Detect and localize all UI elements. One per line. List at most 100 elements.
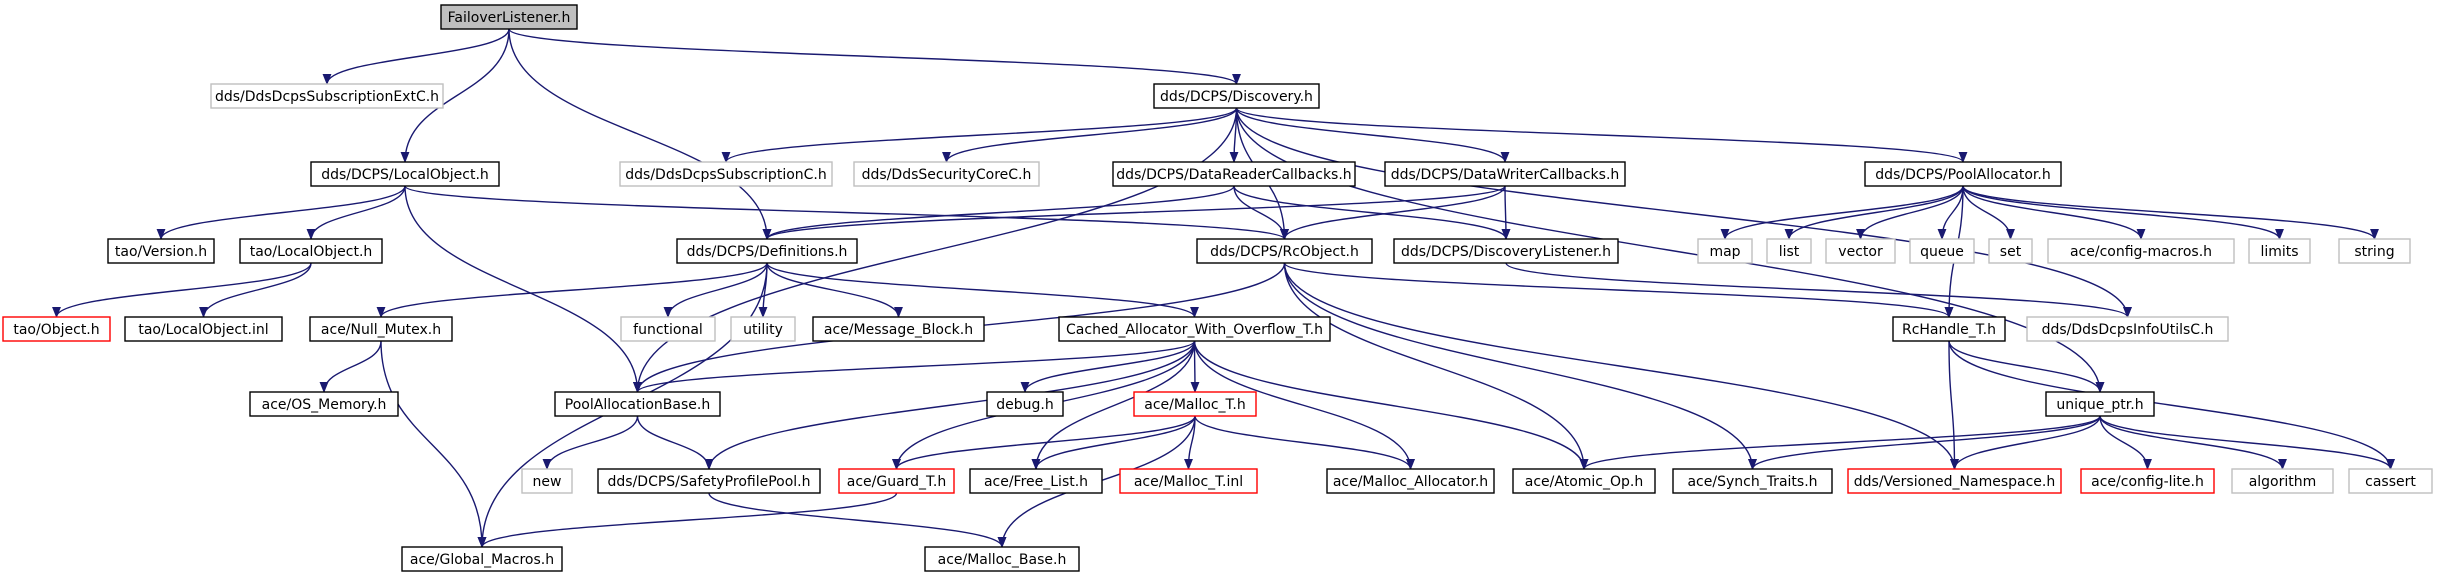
node-dds-dcps-safetyprofilepool-h[interactable]: dds/DCPS/SafetyProfilePool.h: [597, 468, 821, 494]
node-dds-dcps-localobject-h[interactable]: dds/DCPS/LocalObject.h: [310, 161, 500, 187]
node-tao-localobject-h[interactable]: tao/LocalObject.h: [239, 238, 383, 264]
edge-failoverlistener-h-to-dds-dcps-localobject-h: [400, 28, 510, 164]
edge-dds-dcps-definitions-h-to-functional: [663, 262, 768, 319]
edge-dds-dcps-datawritercallbacks-h-to-dds-dcps-rcobject-h: [1280, 185, 1506, 241]
node-label: ace/Global_Macros.h: [410, 552, 554, 568]
edge-rchandle-t-h-to-cassert: [1948, 340, 2395, 471]
node-label: debug.h: [996, 397, 1053, 413]
node-ace-config-lite-h[interactable]: ace/config-lite.h: [2080, 468, 2215, 494]
node-box: [2, 316, 111, 342]
node-tao-object-h[interactable]: tao/Object.h: [2, 316, 111, 342]
edge-ace-malloc-t-h-to-ace-guard-t-h: [892, 415, 1196, 471]
node-box: [1512, 468, 1656, 494]
node-box: [812, 316, 985, 342]
node-box: [1196, 238, 1373, 264]
edge-poolallocationbase-h-to-dds-dcps-safetyprofilepool-h: [636, 415, 714, 471]
edge-dds-dcps-discovery-h-to-dds-ddsdcpssubscriptionc-h: [721, 107, 1238, 164]
node-label: dds/DCPS/DiscoveryListener.h: [1401, 244, 1611, 260]
node-label: limits: [2260, 244, 2298, 260]
node-box: [924, 546, 1080, 572]
node-list: list: [1766, 238, 1812, 264]
node-dds-ddssecuritycorec-h: dds/DdsSecurityCoreC.h: [853, 161, 1040, 187]
node-ace-atomic-op-h[interactable]: ace/Atomic_Op.h: [1512, 468, 1656, 494]
edge-dds-dcps-datawritercallbacks-h-to-dds-dcps-discoverylistener-h: [1501, 185, 1511, 241]
node-ace-malloc-t-h[interactable]: ace/Malloc_T.h: [1133, 391, 1257, 417]
node-dds-dcps-poolallocator-h[interactable]: dds/DCPS/PoolAllocator.h: [1864, 161, 2062, 187]
node-label: ace/config-lite.h: [2091, 474, 2204, 490]
node-box: [107, 238, 215, 264]
edge-dds-dcps-localobject-h-to-poolallocationbase-h: [404, 185, 642, 394]
edge-cached-allocator-with-overflow-t-h-to-debug-h: [1020, 340, 1196, 394]
edge-cached-allocator-with-overflow-t-h-to-dds-dcps-safetyprofilepool-h: [704, 340, 1196, 471]
node-set: set: [1988, 238, 2033, 264]
edge-dds-dcps-datareadercallbacks-h-to-dds-dcps-definitions-h: [762, 185, 1235, 241]
node-tao-localobject-inl[interactable]: tao/LocalObject.inl: [124, 316, 283, 342]
edge-cached-allocator-with-overflow-t-h-to-ace-atomic-op-h: [1193, 340, 1589, 471]
node-label: Cached_Allocator_With_Overflow_T.h: [1066, 322, 1323, 338]
edge-dds-dcps-poolallocator-h-to-list: [1784, 185, 1964, 241]
edge-ace-malloc-t-h-to-ace-free-list-h: [1031, 415, 1196, 471]
edge-tao-localobject-h-to-tao-object-h: [52, 262, 312, 319]
node-box: [1133, 391, 1257, 417]
node-label: ace/Message_Block.h: [824, 322, 973, 338]
node-box: [2045, 391, 2155, 417]
node-ace-os-memory-h[interactable]: ace/OS_Memory.h: [249, 391, 399, 417]
node-ace-malloc-allocator-h[interactable]: ace/Malloc_Allocator.h: [1326, 468, 1495, 494]
node-box: [124, 316, 283, 342]
node-dds-dcps-datawritercallbacks-h[interactable]: dds/DCPS/DataWriterCallbacks.h: [1384, 161, 1626, 187]
edge-dds-dcps-rcobject-h-to-ace-synch-traits-h: [1283, 262, 1757, 471]
node-box: [521, 468, 573, 494]
edge-rchandle-t-h-to-unique-ptr-h: [1948, 340, 2105, 394]
edge-unique-ptr-h-to-algorithm: [2099, 415, 2287, 471]
node-box: [1864, 161, 2062, 187]
node-ace-guard-t-h[interactable]: ace/Guard_T.h: [838, 468, 955, 494]
node-box: [676, 238, 858, 264]
node-label: dds/DdsDcpsSubscriptionC.h: [625, 167, 827, 183]
node-ace-malloc-base-h[interactable]: ace/Malloc_Base.h: [924, 546, 1080, 572]
edge-dds-dcps-discovery-h-to-dds-ddsdcpsinfoutilsc-h: [1235, 107, 2132, 319]
node-label: dds/DCPS/DataReaderCallbacks.h: [1116, 167, 1351, 183]
node-dds-dcps-definitions-h[interactable]: dds/DCPS/Definitions.h: [676, 238, 858, 264]
edge-dds-dcps-discoverylistener-h-to-dds-ddsdcpsinfoutilsc-h: [1505, 262, 2132, 319]
node-ace-null-mutex-h[interactable]: ace/Null_Mutex.h: [309, 316, 453, 342]
node-poolallocationbase-h[interactable]: PoolAllocationBase.h: [554, 391, 721, 417]
node-dds-dcps-rcobject-h[interactable]: dds/DCPS/RcObject.h: [1196, 238, 1373, 264]
edge-dds-dcps-definitions-h-to-ace-message-block-h: [766, 262, 903, 319]
node-debug-h[interactable]: debug.h: [986, 391, 1064, 417]
node-dds-versioned-namespace-h[interactable]: dds/Versioned_Namespace.h: [1847, 468, 2062, 494]
edge-unique-ptr-h-to-ace-config-lite-h: [2099, 415, 2152, 471]
node-label: dds/DCPS/Discovery.h: [1160, 89, 1313, 105]
node-box: [969, 468, 1103, 494]
node-label: FailoverListener.h: [448, 10, 571, 26]
node-dds-dcps-discoverylistener-h[interactable]: dds/DCPS/DiscoveryListener.h: [1393, 238, 1619, 264]
node-box: [309, 316, 453, 342]
node-box: [249, 391, 399, 417]
node-unique-ptr-h[interactable]: unique_ptr.h: [2045, 391, 2155, 417]
node-box: [1825, 238, 1896, 264]
node-cached-allocator-with-overflow-t-h[interactable]: Cached_Allocator_With_Overflow_T.h: [1058, 316, 1331, 342]
node-label: ace/Free_List.h: [984, 474, 1088, 490]
node-dds-dcps-discovery-h[interactable]: dds/DCPS/Discovery.h: [1153, 83, 1320, 109]
node-ace-free-list-h[interactable]: ace/Free_List.h: [969, 468, 1103, 494]
node-tao-version-h[interactable]: tao/Version.h: [107, 238, 215, 264]
node-cassert: cassert: [2348, 468, 2433, 494]
edge-unique-ptr-h-to-ace-synch-traits-h: [1748, 415, 2101, 471]
node-label: string: [2354, 244, 2394, 260]
edge-dds-dcps-rcobject-h-to-ace-atomic-op-h: [1283, 262, 1589, 471]
node-box: [1672, 468, 1833, 494]
node-ace-malloc-t-inl[interactable]: ace/Malloc_T.inl: [1119, 468, 1258, 494]
edge-failoverlistener-h-to-dds-dcps-definitions-h: [508, 28, 772, 241]
node-box: [986, 391, 1064, 417]
node-rchandle-t-h[interactable]: RcHandle_T.h: [1892, 316, 2006, 342]
edge-dds-dcps-rcobject-h-to-rchandle-t-h: [1283, 262, 1954, 319]
node-ace-global-macros-h[interactable]: ace/Global_Macros.h: [401, 546, 563, 572]
node-ace-message-block-h[interactable]: ace/Message_Block.h: [812, 316, 985, 342]
edge-tao-localobject-h-to-tao-localobject-inl: [199, 262, 312, 319]
node-label: dds/DdsDcpsInfoUtilsC.h: [2042, 322, 2214, 338]
node-ace-synch-traits-h[interactable]: ace/Synch_Traits.h: [1672, 468, 1833, 494]
node-label: map: [1709, 244, 1740, 260]
node-box: [2026, 316, 2229, 342]
edge-failoverlistener-h-to-dds-ddsdcpssubscriptionextc-h: [322, 28, 510, 86]
node-dds-dcps-datareadercallbacks-h[interactable]: dds/DCPS/DataReaderCallbacks.h: [1112, 161, 1356, 187]
